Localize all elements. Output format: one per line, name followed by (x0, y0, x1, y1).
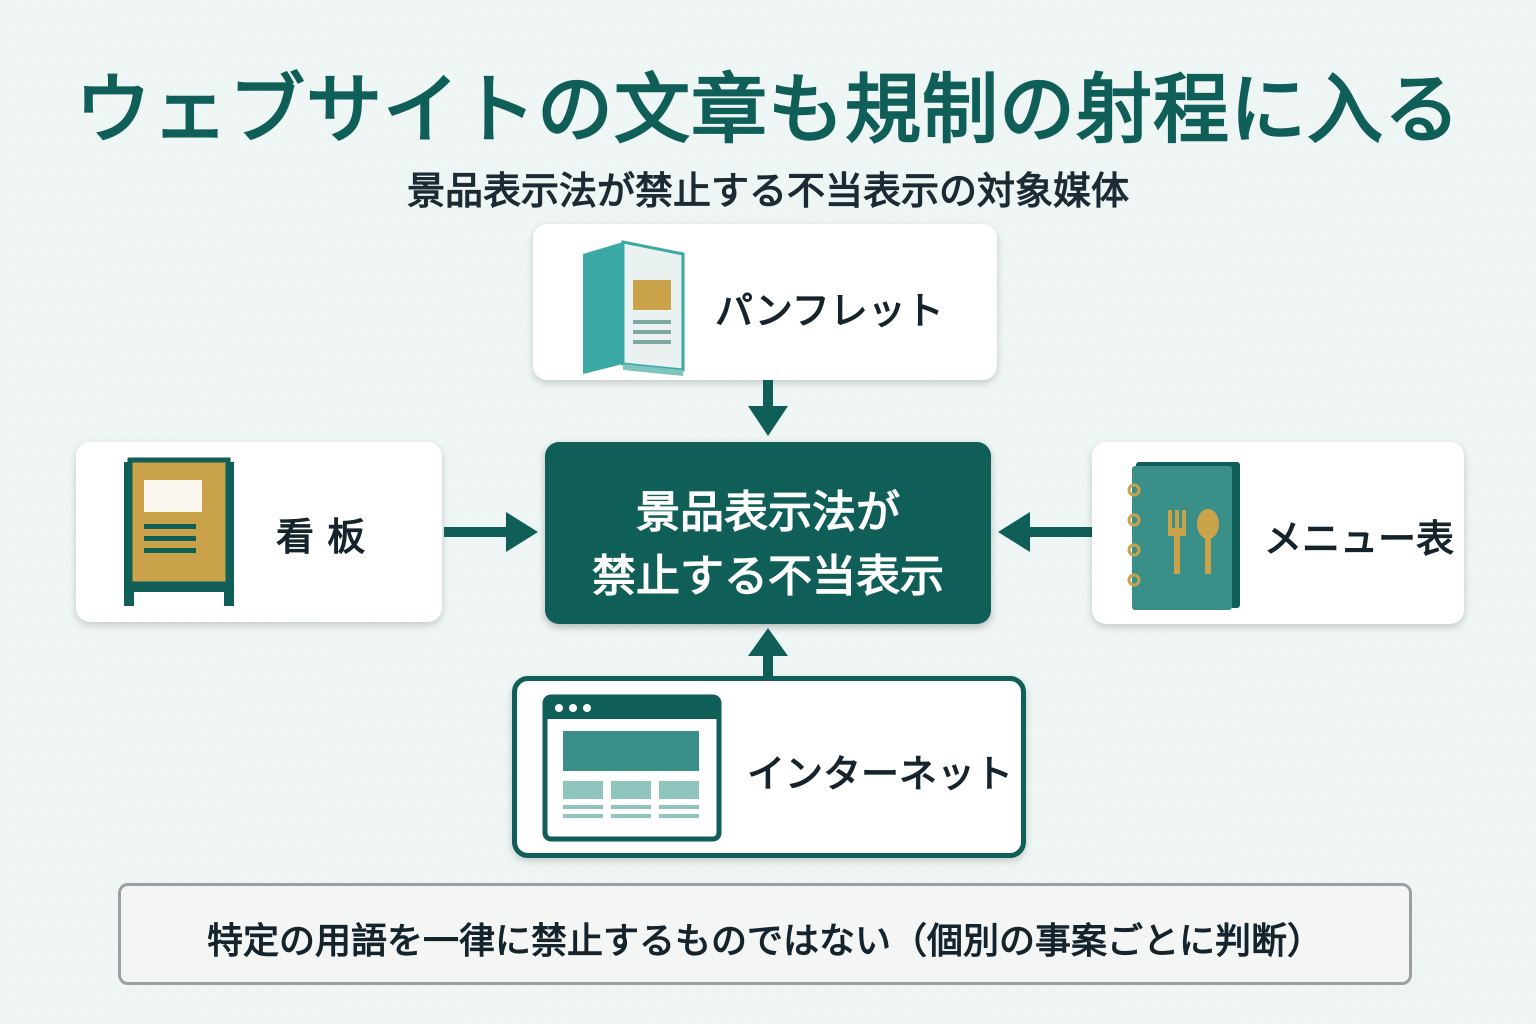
central-concept-box: 景品表示法が 禁止する不当表示 (545, 442, 991, 624)
note-text: 特定の用語を一律に禁止するものではない（個別の事案ごとに判断） (206, 921, 1323, 962)
media-label-menu: メニュー表 (1264, 517, 1455, 561)
center-line-2: 禁止する不当表示 (592, 551, 944, 602)
signboard-icon (124, 457, 234, 606)
browser-window-icon (542, 694, 722, 842)
page-subtitle: 景品表示法が禁止する不当表示の対象媒体 (406, 169, 1129, 213)
media-label-signboard: 看 板 (276, 515, 366, 559)
media-card-internet: インターネット (512, 676, 1026, 858)
note-box: 特定の用語を一律に禁止するものではない（個別の事案ごとに判断） (118, 883, 1412, 985)
media-card-menu: メニュー表 (1092, 442, 1464, 624)
page-title: ウェブサイトの文章も規制の射程に入る (75, 65, 1461, 154)
center-line-1: 景品表示法が (636, 487, 900, 538)
arrow-down-icon (748, 380, 788, 436)
pamphlet-icon (583, 240, 685, 376)
media-card-pamphlet: パンフレット (533, 224, 997, 380)
media-card-signboard: 看 板 (76, 442, 442, 622)
media-label-pamphlet: パンフレット (715, 289, 944, 333)
arrow-right-icon (444, 512, 538, 552)
arrow-left-icon (998, 512, 1092, 552)
menu-book-icon (1127, 462, 1240, 610)
media-label-internet: インターネット (747, 752, 1014, 796)
arrow-up-icon (748, 628, 788, 680)
